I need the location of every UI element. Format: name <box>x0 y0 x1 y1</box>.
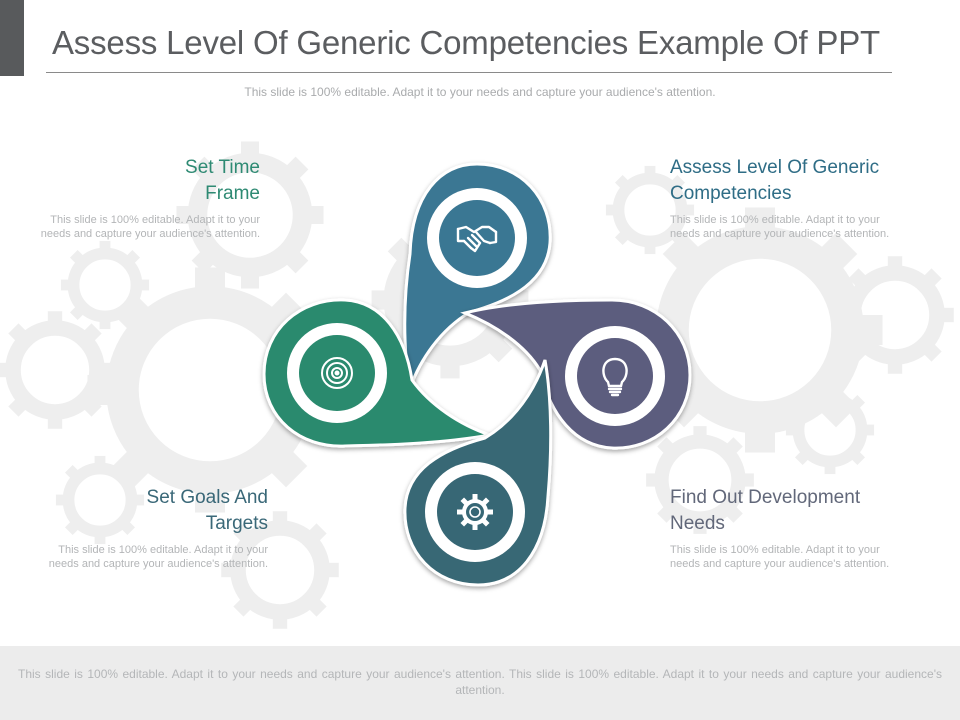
heading-line-1: Set Time <box>185 157 260 178</box>
body-assess-level: This slide is 100% editable. Adapt it to… <box>670 214 890 240</box>
lightbulb-icon <box>602 357 628 397</box>
heading-assess-level: Assess Level Of Generic Competencies <box>670 155 910 207</box>
gear-icon <box>457 494 493 530</box>
label-set-goals: Set Goals And Targets This slide is 100%… <box>28 485 268 571</box>
heading-find-out-development: Find Out Development Needs <box>670 485 910 537</box>
heading-line-2: Competencies <box>670 183 792 204</box>
heading-line-1: Assess Level Of Generic <box>670 157 880 178</box>
label-find-out-development: Find Out Development Needs This slide is… <box>670 485 910 571</box>
heading-set-goals: Set Goals And Targets <box>28 485 268 537</box>
footer-text: This slide is 100% editable. Adapt it to… <box>18 667 942 697</box>
slide-subtitle: This slide is 100% editable. Adapt it to… <box>244 85 716 99</box>
heading-line-2: Targets <box>205 513 268 534</box>
title-accent-bar <box>0 0 24 76</box>
target-icon <box>321 357 353 389</box>
footer-band: This slide is 100% editable. Adapt it to… <box>0 646 960 720</box>
heading-line-2: Frame <box>205 183 260 204</box>
body-find-out-development: This slide is 100% editable. Adapt it to… <box>670 544 890 570</box>
body-set-goals: This slide is 100% editable. Adapt it to… <box>48 544 268 570</box>
label-set-time-frame: Set Time Frame This slide is 100% editab… <box>20 155 260 241</box>
title-divider <box>46 72 892 73</box>
label-assess-level: Assess Level Of Generic Competencies Thi… <box>670 155 910 241</box>
ring-bottom <box>425 462 525 562</box>
ring-right <box>565 326 665 426</box>
heading-line-1: Set Goals And <box>146 487 268 508</box>
heading-set-time-frame: Set Time Frame <box>20 155 260 207</box>
body-set-time-frame: This slide is 100% editable. Adapt it to… <box>40 214 260 240</box>
heading-line-2: Needs <box>670 513 725 534</box>
handshake-icon <box>456 225 498 253</box>
ring-top <box>427 188 527 288</box>
slide-title: Assess Level Of Generic Competencies Exa… <box>52 24 880 61</box>
heading-line-1: Find Out Development <box>670 487 861 508</box>
